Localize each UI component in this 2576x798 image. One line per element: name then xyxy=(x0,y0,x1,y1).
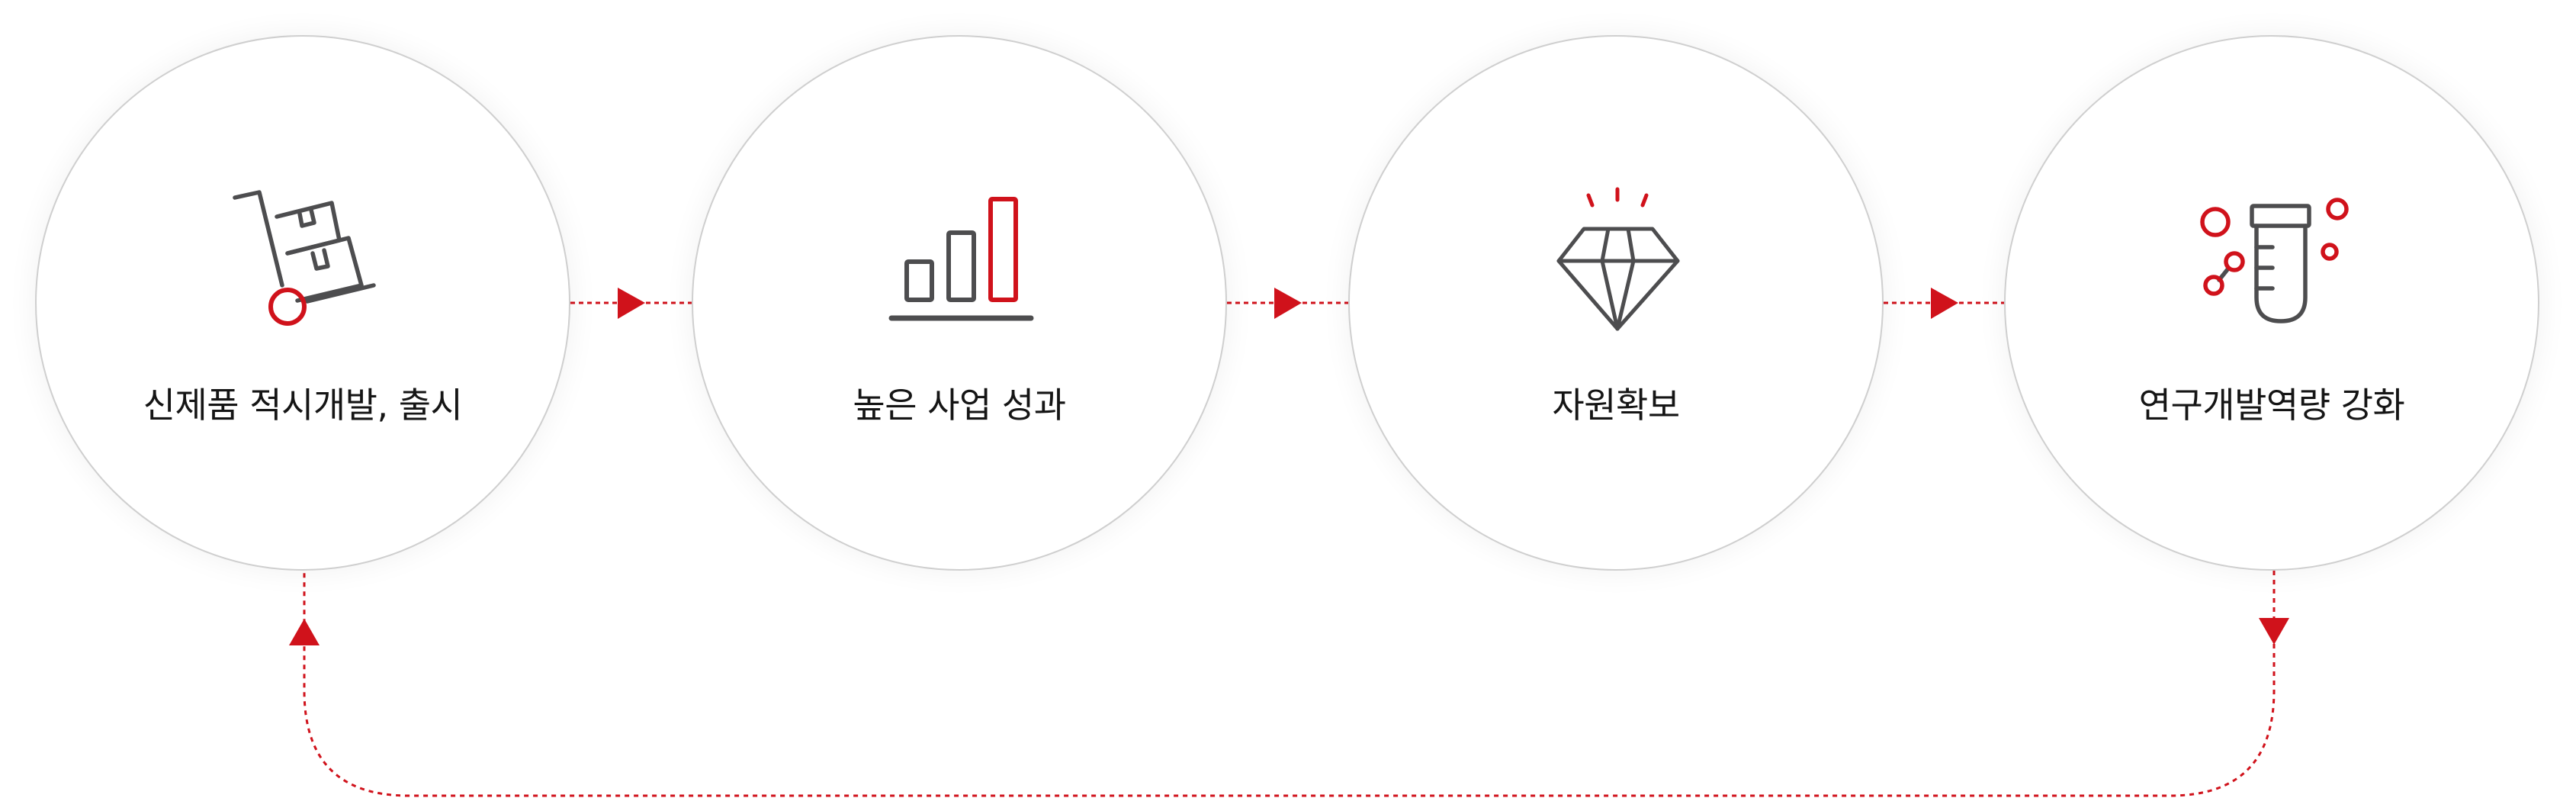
arrow-right-icon xyxy=(618,288,645,319)
connector-step4-to-step1-loop xyxy=(289,571,2289,797)
step-high-business-performance: 높은 사업 성과 xyxy=(692,35,1227,571)
connector-step1-to-step2 xyxy=(570,288,692,319)
step-label: 자원확보 xyxy=(1552,385,1680,426)
step-secure-resources: 자원확보 xyxy=(1348,35,1884,571)
step-label: 신제품 적시개발, 출시 xyxy=(143,385,463,426)
arrow-right-icon xyxy=(1274,288,1302,319)
step-rnd-capability: 연구개발역량 강화 xyxy=(2004,35,2539,571)
hand-truck-boxes-icon xyxy=(233,190,376,326)
step-label: 높은 사업 성과 xyxy=(853,385,1066,426)
connector-step2-to-step3 xyxy=(1227,288,1348,319)
arrow-right-icon xyxy=(1931,288,1958,319)
bar-chart-growth-icon xyxy=(888,197,1034,321)
arrow-down-icon xyxy=(2259,618,2289,645)
diamond-icon xyxy=(1556,187,1680,331)
test-tube-molecules-icon xyxy=(2200,198,2349,323)
arrow-up-icon xyxy=(289,619,320,645)
step-label: 연구개발역량 강화 xyxy=(2138,385,2405,426)
step-new-product-launch: 신제품 적시개발, 출시 xyxy=(35,35,570,571)
connector-step3-to-step4 xyxy=(1884,288,2004,319)
